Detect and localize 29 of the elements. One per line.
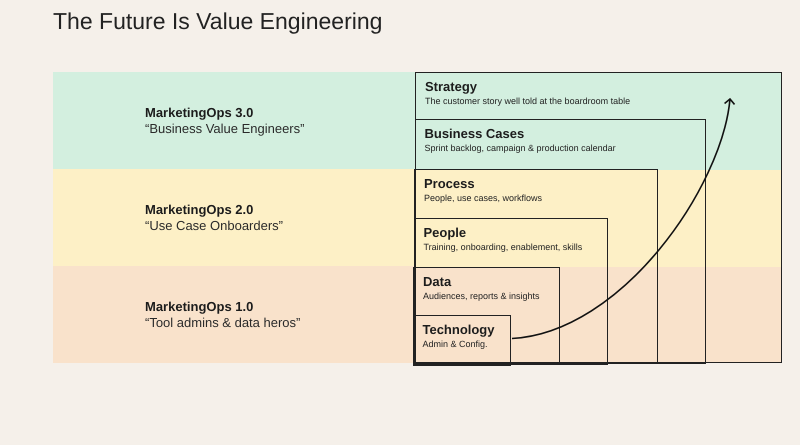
description: People, use cases, workflows xyxy=(424,192,544,204)
heading: Strategy xyxy=(425,79,478,95)
description: “Use Case Onboarders” xyxy=(145,218,284,234)
level-band xyxy=(53,72,415,169)
layer-box xyxy=(414,119,706,364)
heading: People xyxy=(424,225,468,241)
description: Admin & Config. xyxy=(422,338,489,350)
level-band xyxy=(53,266,415,363)
layer-box xyxy=(414,168,658,364)
description: Audiences, reports & insights xyxy=(423,290,541,302)
heading: MarketingOps 3.0 xyxy=(145,104,254,120)
description: “Business Value Engineers” xyxy=(145,120,306,136)
heading: Business Cases xyxy=(424,126,526,142)
heading: Process xyxy=(424,176,476,192)
description: “Tool admins & data heros” xyxy=(145,314,302,330)
layer-box xyxy=(413,266,560,365)
layer-box xyxy=(412,315,511,366)
heading: MarketingOps 2.0 xyxy=(145,202,254,218)
heading: Data xyxy=(423,274,452,290)
level-band xyxy=(53,169,415,266)
layer-box xyxy=(415,72,782,363)
description: The customer story well told at the boardroom table xyxy=(425,95,632,107)
description: Sprint backlog, campaign & production calendar xyxy=(424,142,617,154)
heading: Technology xyxy=(422,322,496,338)
heading: MarketingOps 1.0 xyxy=(145,298,254,314)
title: The Future Is Value Engineering xyxy=(53,8,382,35)
description: Training, onboarding, enablement, skills xyxy=(424,241,584,253)
growth-arrow xyxy=(512,98,735,340)
layer-box xyxy=(414,218,608,364)
